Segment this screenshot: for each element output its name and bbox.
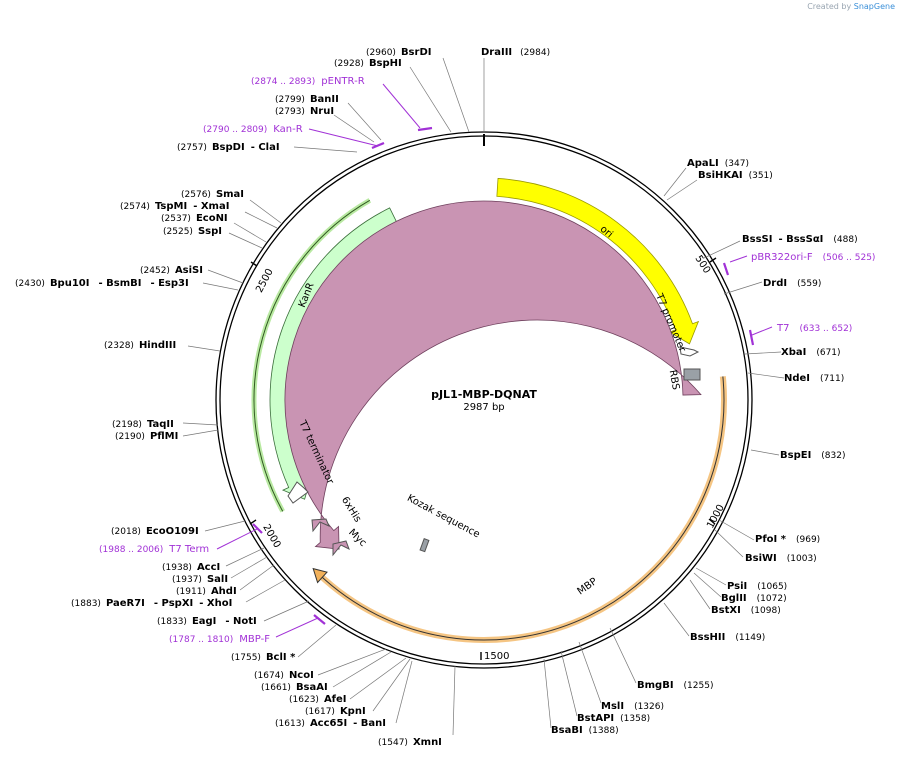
enzyme-pflmi: (2190)PflMI — [115, 431, 178, 442]
t7-terminator-arrow — [287, 481, 309, 504]
enzyme-smai: (2576)SmaI — [181, 189, 244, 200]
enzyme-afei: (1623)AfeI — [289, 694, 347, 705]
enzyme-bsshii: BssHII(1149) — [690, 632, 765, 643]
credit-prefix: Created by — [807, 2, 852, 11]
tick-1500: 1500 — [480, 651, 509, 662]
tick-1000: 1000 — [705, 503, 727, 531]
enzyme-pfoi: PfoI *(969) — [755, 534, 820, 545]
enzyme-apali: ApaLI(347) — [687, 158, 749, 169]
enzyme-econi: (2537)EcoNI — [161, 213, 228, 224]
enzyme-sali: (1937)SalI — [172, 574, 228, 585]
rbs-box — [683, 368, 701, 381]
enzyme-kpni: (1617)KpnI — [305, 706, 366, 717]
enzyme-bsiwi: BsiWI(1003) — [745, 553, 817, 564]
orf-highlight-arc — [316, 376, 727, 643]
enzyme-bstapi: BstAPI(1358) — [577, 713, 650, 724]
enzyme-psii: PsiI(1065) — [727, 581, 787, 592]
primer-pentr-r: (2874 .. 2893)pENTR-R — [251, 76, 365, 87]
plasmid-size: 2987 bp — [463, 402, 504, 413]
orf-arrow-head — [312, 567, 328, 584]
primer-mbp-f: (1787 .. 1810)MBP-F — [169, 634, 270, 645]
enzyme-tspmi: (2574)TspMI- XmaI — [120, 201, 229, 212]
enzyme-drdi: DrdI(559) — [763, 278, 821, 289]
enzyme-hindiii: (2328)HindIII — [104, 340, 176, 351]
leader-lines — [182, 57, 785, 736]
tick-label-2500: 2500 — [254, 267, 276, 295]
enzyme-bmgbi: BmgBI(1255) — [637, 680, 713, 691]
mbp-arrow — [284, 200, 702, 550]
enzyme-bsssi: BssSI- BssSαI(488) — [742, 234, 858, 245]
enzyme-bsabi: BsaBI(1388) — [551, 725, 619, 736]
enzyme-bcli: (1755)BclI * — [231, 652, 296, 663]
primer-t7-term: (1988 .. 2006)T7 Term — [99, 544, 209, 555]
primer-kan-r: (2790 .. 2809)Kan-R — [203, 124, 303, 135]
enzyme-bsphi: (2928)BspHI — [334, 58, 402, 69]
primer-pbr322ori-f: pBR322ori-F(506 .. 525) — [751, 252, 875, 263]
enzyme-xbai: XbaI(671) — [781, 347, 841, 358]
enzyme-bpu10i: (2430)Bpu10I- BsmBI- Esp3I — [15, 278, 189, 289]
kanr-line-arc — [253, 199, 371, 512]
enzyme-sspi: (2525)SspI — [163, 226, 222, 237]
tick-500: 500 — [693, 254, 717, 276]
enzyme-msli: MslI(1326) — [601, 701, 664, 712]
myc-tag-label: Myc — [346, 527, 368, 549]
enzyme-nrui: (2793)NruI — [275, 106, 334, 117]
enzyme-taqii: (2198)TaqII — [112, 419, 174, 430]
enzyme-banii: (2799)BanII — [275, 94, 339, 105]
kozak-label: Kozak sequence — [405, 493, 481, 541]
snapgene-credit: Created by SnapGene — [807, 2, 895, 11]
tick-label-1000: 1000 — [705, 503, 727, 531]
snapgene-brand: SnapGene — [853, 2, 895, 11]
enzyme-bglii: BglII(1072) — [721, 593, 787, 604]
plasmid-name: pJL1-MBP-DQNAT — [431, 388, 537, 401]
enzyme-ecoo109i: (2018)EcoO109I — [111, 526, 199, 537]
tick-label-1500: 1500 — [484, 651, 509, 662]
t7-promoter-arrow — [679, 346, 700, 357]
orf-line-arc — [318, 376, 725, 641]
enzyme-bsihkai: BsiHKAI(351) — [698, 170, 773, 181]
enzyme-bsaai: (1661)BsaAI — [261, 682, 328, 693]
enzyme-draiii: DraIII(2984) — [481, 47, 550, 58]
enzyme-xmni: (1547)XmnI — [378, 737, 442, 748]
feature-layer — [251, 178, 727, 643]
rbs-label: RBS — [667, 369, 681, 391]
ori-arrow — [496, 178, 700, 345]
primer-markers — [216, 83, 773, 638]
enzyme-ahdi: (1911)AhdI — [176, 586, 237, 597]
myc-tag-arrow — [332, 540, 350, 557]
mbp-label: MBP — [576, 576, 600, 597]
enzyme-ncoi: (1674)NcoI — [254, 670, 314, 681]
enzyme-bspdi: (2757)BspDI- ClaI — [177, 142, 280, 153]
enzyme-ndei: NdeI(711) — [784, 373, 844, 384]
enzyme-bspei: BspEI(832) — [780, 450, 846, 461]
enzyme-acc65i: (1613)Acc65I- BanI — [275, 718, 386, 729]
his-tag-label: 6xHis — [339, 495, 363, 524]
enzyme-bstxi: BstXI(1098) — [711, 605, 781, 616]
enzyme-paer7i: (1883)PaeR7I- PspXI- XhoI — [71, 598, 232, 609]
enzyme-eagi: (1833)EagI- NotI — [157, 616, 257, 627]
tick-2500: 2500 — [250, 261, 276, 295]
kozak-box — [419, 538, 430, 553]
primer-t7: T7(633 .. 652) — [776, 323, 852, 334]
his-tag-arrow — [311, 518, 330, 533]
tick-label-500: 500 — [693, 254, 713, 276]
enzyme-bsrdi: (2960)BsrDI — [366, 47, 431, 58]
enzyme-asisi: (2452)AsiSI — [140, 265, 203, 276]
enzyme-acci: (1938)AccI — [162, 562, 220, 573]
